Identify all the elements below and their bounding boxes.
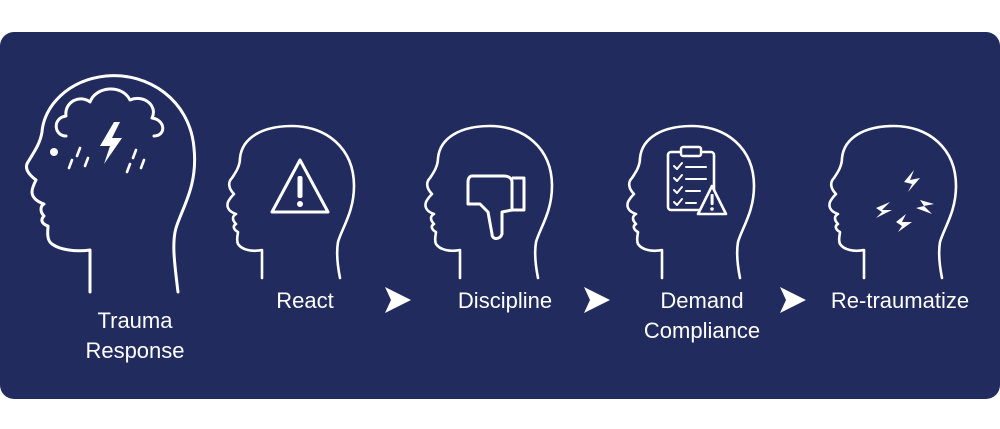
arrow-right-icon — [383, 285, 413, 315]
lightning-bolts-icon — [876, 170, 934, 232]
step-label-discipline: Discipline — [457, 288, 553, 313]
storm-cloud-lightning-icon — [54, 87, 165, 174]
arrow-right-icon — [582, 285, 612, 315]
head-demand-compliance — [622, 122, 772, 282]
step-label-demand-compliance: Demand Compliance — [643, 288, 761, 343]
warning-triangle-icon — [270, 158, 330, 214]
head-trauma-response — [18, 60, 208, 300]
head-react — [222, 122, 372, 282]
head-discipline — [420, 122, 570, 282]
diagram-panel: Trauma Response React Discipline — [0, 32, 1000, 399]
step-label-trauma-response: Trauma Response — [85, 308, 185, 363]
head-re-traumatize — [824, 122, 974, 282]
step-label-react: React — [276, 288, 334, 313]
thumbs-down-icon — [466, 174, 526, 240]
step-label-re-traumatize: Re-traumatize — [830, 288, 970, 313]
arrow-right-icon — [778, 285, 808, 315]
clipboard-checklist-warning-icon — [666, 145, 728, 216]
